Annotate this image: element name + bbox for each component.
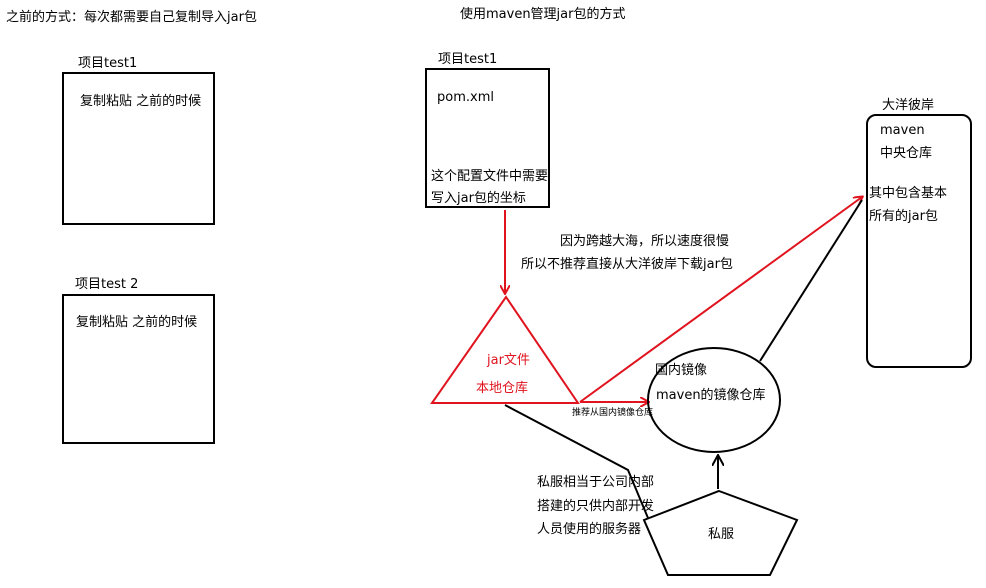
central-repo-line4: 所有的jar包	[869, 209, 938, 224]
central-repo-line2: 中央仓库	[880, 146, 933, 161]
pom-note-line1: 这个配置文件中需要	[431, 169, 549, 184]
private-server-pentagon	[642, 489, 799, 576]
center-heading: 使用maven管理jar包的方式	[460, 7, 626, 22]
pom-note-line2: 写入jar包的坐标	[431, 191, 526, 206]
central-repo-line1: maven	[880, 123, 925, 138]
central-repo-title: 大洋彼岸	[882, 98, 935, 113]
left-heading: 之前的方式：每次都需要自己复制导入jar包	[6, 10, 257, 25]
private-note-line3: 人员使用的服务器	[537, 522, 642, 537]
mirror-line2: maven的镜像仓库	[656, 388, 766, 403]
central-repo-box	[866, 114, 972, 368]
project1-title: 项目test1	[78, 56, 138, 71]
line-local-to-private	[504, 404, 649, 519]
ocean-note-line1: 因为跨越大海，所以速度很慢	[560, 234, 730, 249]
private-note-line2: 搭建的只供内部开发	[537, 499, 655, 514]
pom-file-label: pom.xml	[437, 90, 494, 105]
project1-box	[62, 72, 215, 225]
maven-project-title: 项目test1	[438, 52, 498, 67]
mirror-ellipse	[647, 347, 781, 453]
private-server-label: 私服	[708, 527, 735, 542]
local-repo-line1: jar文件	[487, 353, 530, 368]
maven-project-box	[425, 68, 550, 208]
line-mirror-to-central	[759, 199, 863, 362]
project2-content: 复制粘贴 之前的时候	[76, 315, 198, 330]
local-repo-line2: 本地仓库	[476, 381, 529, 396]
mirror-arrow-label: 推荐从国内镜像仓库	[572, 408, 654, 418]
ocean-note-line2: 所以不推荐直接从大洋彼岸下载jar包	[521, 257, 733, 272]
central-repo-line3: 其中包含基本	[869, 186, 948, 201]
private-note-line1: 私服相当于公司内部	[537, 475, 655, 490]
arrow-local-to-central	[579, 197, 862, 403]
mirror-line1: 国内镜像	[655, 363, 708, 378]
project2-title: 项目test 2	[75, 277, 139, 292]
project2-box	[62, 294, 215, 444]
project1-content: 复制粘贴 之前的时候	[80, 94, 202, 109]
local-repo-triangle	[430, 295, 580, 404]
